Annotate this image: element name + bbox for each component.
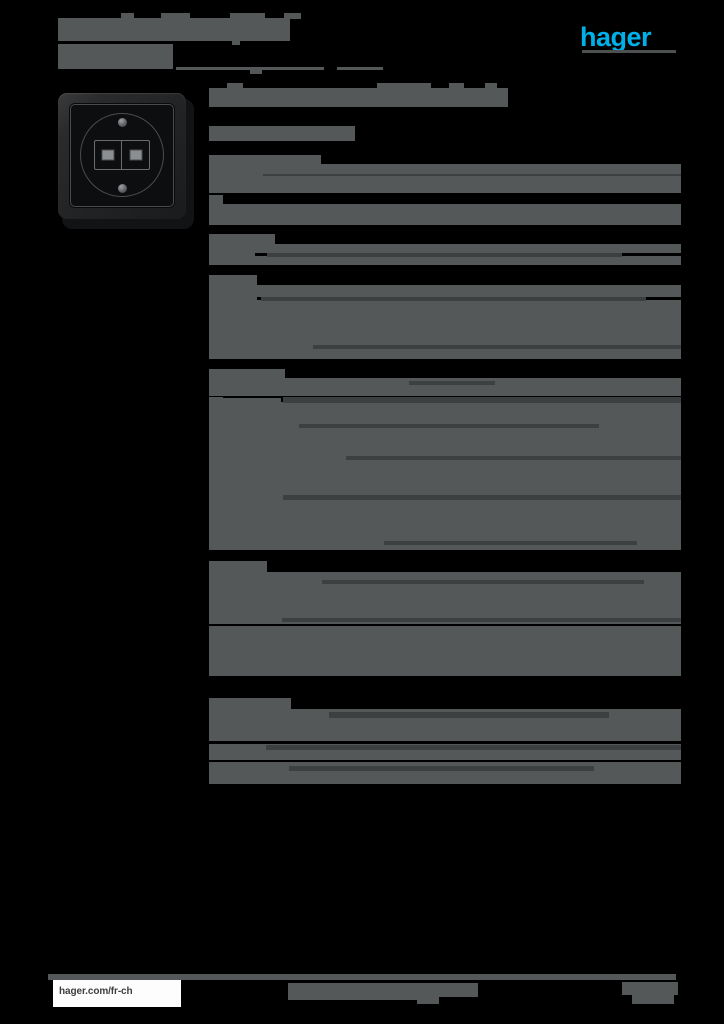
footer-page-number-redacted [632, 994, 674, 1004]
footer-center-notch [417, 996, 439, 1004]
rj45-jack-icon [129, 149, 142, 161]
title-notch [176, 67, 324, 70]
page-footer: hager.com/fr-ch [0, 974, 724, 1024]
section-header-redacted [209, 275, 257, 285]
page-title-notch [485, 83, 497, 89]
section-header-redacted [209, 155, 321, 164]
row-gap [346, 456, 681, 460]
page-title-notch [377, 83, 431, 89]
page-title-notch [449, 83, 464, 89]
footer-center-redacted [288, 988, 418, 1000]
table-row [209, 626, 681, 652]
section-header-redacted [209, 698, 291, 709]
footer-divider [48, 974, 676, 980]
table-row [209, 652, 681, 676]
socket-housing [58, 93, 186, 219]
section-header-redacted [209, 369, 285, 378]
hager-logo-underline [582, 50, 676, 53]
title-notch [250, 70, 262, 74]
row-gap [266, 745, 681, 750]
table-row [209, 285, 681, 297]
page-title-notch [227, 83, 243, 89]
table-row [209, 348, 681, 359]
title-notch [284, 13, 301, 19]
title-notch [230, 13, 265, 19]
title-notch [337, 67, 383, 70]
table-row [209, 378, 681, 396]
row-gap [283, 495, 681, 500]
rj45-outlet-right [122, 141, 149, 169]
table-row [209, 300, 681, 348]
table-row [209, 195, 223, 204]
rj45-jack-icon [101, 149, 115, 161]
socket-ring [80, 113, 164, 197]
socket-screw-bottom-icon [118, 184, 127, 193]
row-gap [409, 381, 495, 385]
section-header-redacted [209, 561, 267, 572]
row-gap [313, 345, 681, 349]
row-gap [267, 253, 622, 257]
socket-faceplate [70, 104, 174, 207]
hager-logo: hager [580, 22, 676, 53]
row-gap [299, 424, 599, 428]
title-notch [232, 38, 240, 45]
row-gap [261, 297, 646, 301]
row-gap [283, 397, 681, 403]
table-row [209, 164, 681, 193]
table-row [209, 244, 681, 253]
row-gap [384, 541, 637, 545]
footer-url-box[interactable]: hager.com/fr-ch [53, 980, 181, 1007]
footer-url[interactable]: hager.com/fr-ch [59, 986, 133, 997]
rj45-outlet-left [95, 141, 122, 169]
page-title-redacted [209, 88, 508, 107]
footer-page-number-redacted [622, 982, 678, 995]
row-gap [282, 618, 681, 622]
row-gap [263, 174, 681, 176]
document-subtitle-redacted-line-2 [58, 44, 173, 69]
table-row [209, 204, 681, 225]
page-subtitle-redacted [209, 126, 355, 141]
document-title-redacted-line-1 [58, 18, 290, 41]
row-gap [289, 766, 594, 771]
title-notch [161, 13, 190, 19]
page-header: hager [0, 0, 724, 86]
row-gap [322, 580, 644, 584]
table-row [209, 256, 681, 265]
product-photo [58, 93, 194, 229]
title-notch [121, 13, 134, 19]
row-gap [329, 712, 609, 718]
section-header-redacted [209, 234, 275, 244]
socket-screw-top-icon [118, 118, 127, 127]
hager-logo-wordmark: hager [580, 22, 652, 52]
rj45-double-outlet [94, 140, 150, 170]
